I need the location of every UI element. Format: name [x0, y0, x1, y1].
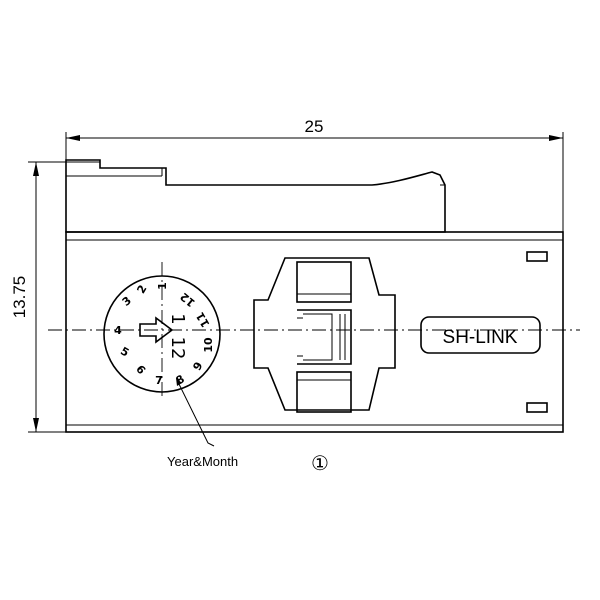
contact-window — [253, 257, 396, 413]
date-code-leader — [177, 381, 215, 447]
bottom-slot — [526, 402, 548, 413]
width-dimension: 25 — [65, 117, 564, 432]
latch-profile — [65, 159, 446, 233]
dial-center-bottom: 12 — [167, 337, 188, 360]
dial-number-4: 4 — [114, 324, 122, 337]
date-code-label: Year&Month — [167, 454, 238, 469]
width-value: 25 — [305, 117, 324, 136]
dial-number-9: 9 — [190, 360, 205, 373]
top-slot — [526, 251, 548, 262]
dial-arrow-icon — [139, 316, 174, 344]
connector-body — [65, 231, 564, 433]
dial-number-10: 10 — [202, 337, 215, 353]
dial-number-6: 6 — [133, 363, 148, 377]
dial-center-top: 1 — [167, 313, 188, 324]
height-value: 13.75 — [10, 276, 29, 319]
dial-number-2: 2 — [134, 283, 149, 296]
height-dimension: 13.75 — [10, 161, 100, 433]
dial-number-1: 1 — [156, 282, 169, 290]
dial-number-8: 8 — [174, 372, 187, 387]
brand-plate: SH-LINK — [420, 316, 541, 354]
callout-marker: ① — [311, 451, 329, 475]
dial-number-3: 3 — [120, 294, 134, 309]
dial-number-11: 11 — [194, 310, 213, 330]
dial-number-12: 12 — [178, 290, 198, 310]
brand-label: SH-LINK — [443, 327, 518, 348]
dial-number-7: 7 — [155, 374, 163, 387]
dial-number-5: 5 — [118, 344, 131, 359]
callout-number: ① — [311, 451, 329, 475]
